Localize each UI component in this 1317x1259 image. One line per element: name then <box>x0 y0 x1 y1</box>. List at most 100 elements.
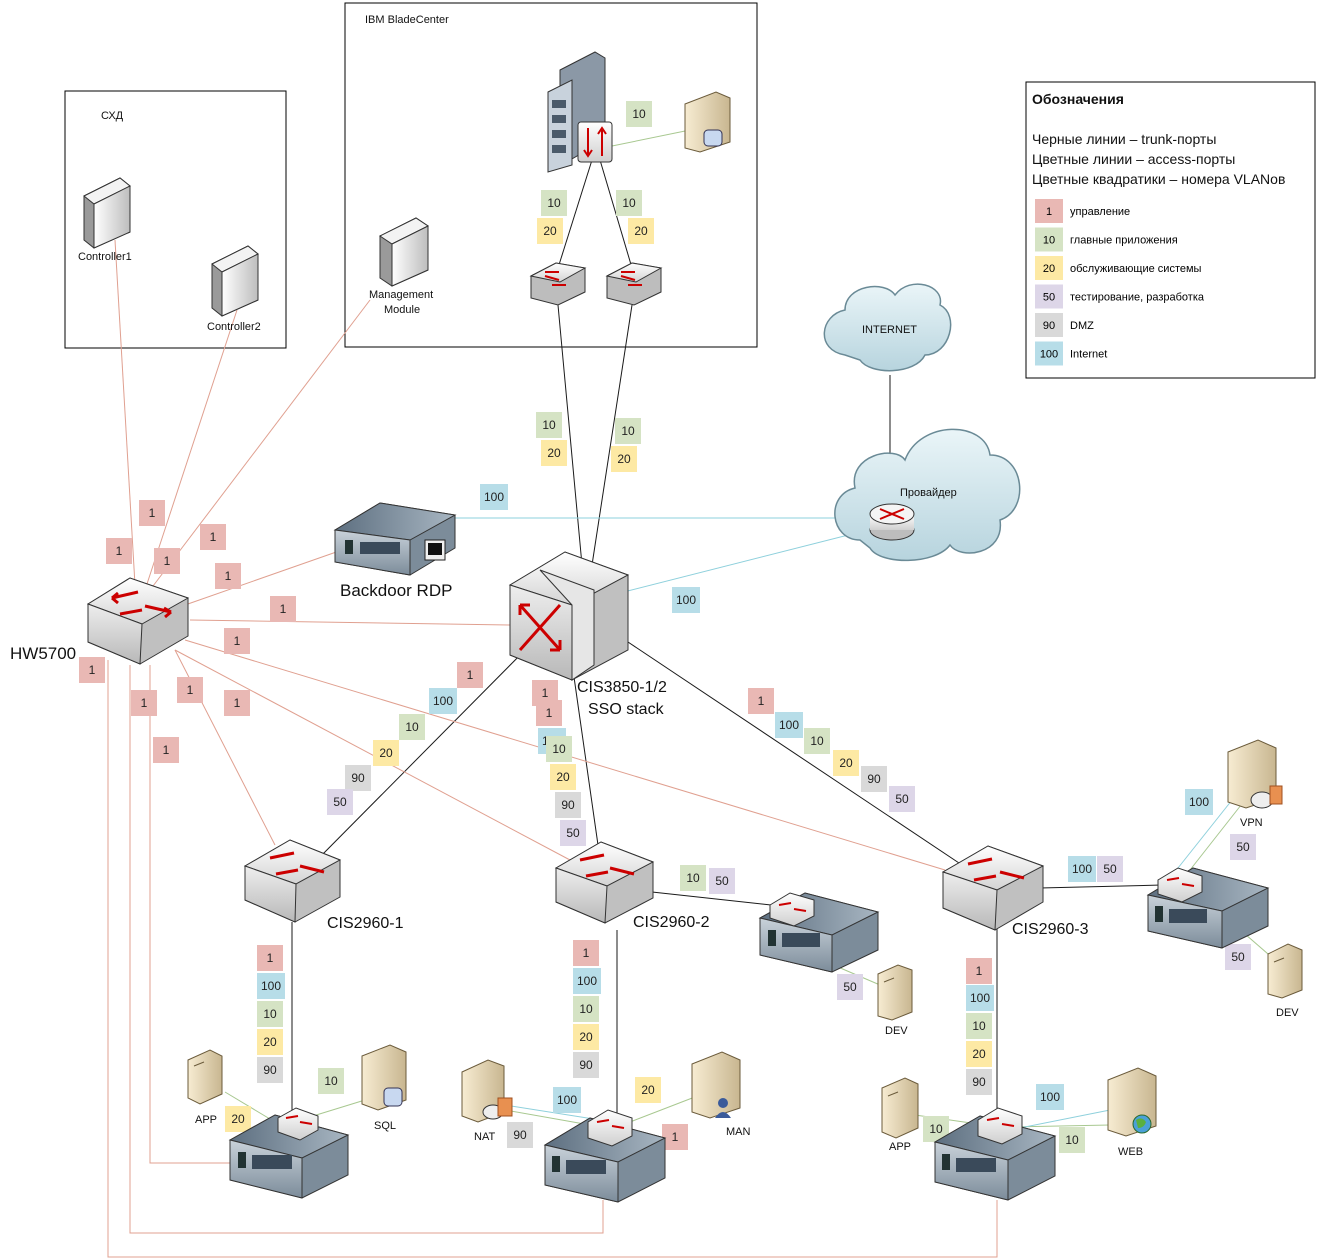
blade-switch-icon[interactable] <box>529 262 587 306</box>
vlan-tag-box <box>154 548 180 574</box>
dev3-server-icon[interactable] <box>1267 943 1303 999</box>
vlan-tag-box <box>79 657 105 683</box>
rack-server-3-icon[interactable] <box>933 1107 1057 1201</box>
trunk-line <box>557 304 583 566</box>
vlan-tag-text: 1 <box>149 506 156 520</box>
sql-server-icon[interactable] <box>361 1044 407 1111</box>
backdoor-rdp-server-icon[interactable] <box>333 502 457 576</box>
vlan-tag-text: 20 <box>231 1112 245 1126</box>
vlan-tag-text: 1 <box>672 1130 679 1144</box>
legend-vlan-label: управление <box>1070 206 1130 218</box>
vlan-tag-10: 10 <box>804 728 830 754</box>
storage-container-label: СХД <box>101 110 124 122</box>
controller1-icon[interactable] <box>83 177 131 249</box>
vlan-tag-text: 10 <box>263 1007 277 1021</box>
vlan-tag-text: 50 <box>1231 950 1245 964</box>
provider-router-icon[interactable] <box>869 503 915 541</box>
man-server-icon[interactable] <box>691 1051 741 1119</box>
app-server-3-icon[interactable] <box>881 1077 919 1139</box>
vlan-tag-text: 1 <box>225 569 232 583</box>
vlan-tag-text: 50 <box>895 792 909 806</box>
legend-vlan-id: 100 <box>1040 349 1058 361</box>
nat-server-icon[interactable] <box>461 1059 513 1123</box>
vlan-tag-text: 50 <box>333 795 347 809</box>
legend-title: Обозначения <box>1032 91 1124 107</box>
vlan-tag-box <box>804 728 830 754</box>
vlan-tag-text: 10 <box>810 734 824 748</box>
vlan-tag-box <box>345 765 371 791</box>
vlan-tag-text: 90 <box>561 798 575 812</box>
vlan-tag-1: 1 <box>215 563 241 589</box>
provider-label: Провайдер <box>900 487 957 499</box>
vlan-tag-box <box>573 1052 599 1078</box>
vlan-tag-box <box>541 440 567 466</box>
trunk-line <box>557 159 593 269</box>
vlan-tag-90: 90 <box>573 1052 599 1078</box>
connection-lines <box>107 129 1276 1258</box>
vlan-tag-1: 1 <box>139 500 165 526</box>
app-server-1-icon[interactable] <box>187 1049 223 1105</box>
app3-label: APP <box>889 1141 911 1153</box>
vlan-tag-box <box>837 974 863 1000</box>
legend-vlan-label: главные приложения <box>1070 235 1178 247</box>
legend-swatch <box>1035 199 1063 223</box>
blade-chassis-icon[interactable] <box>547 51 613 173</box>
rack-server-dev2-icon[interactable] <box>758 892 880 973</box>
vlan-tag-text: 90 <box>351 771 365 785</box>
vlan-tag-box <box>573 940 599 966</box>
vlan-tag-text: 1 <box>164 554 171 568</box>
vlan-tag-10: 10 <box>541 190 567 216</box>
rack-server-vpn-icon[interactable] <box>1146 867 1270 949</box>
vlan-tag-box <box>399 714 425 740</box>
vlan-tag-20: 20 <box>628 218 654 244</box>
cis2960-3-switch-icon[interactable] <box>941 845 1045 931</box>
vlan-tag-text: 50 <box>1236 840 1250 854</box>
vlan-tag-90: 90 <box>345 765 371 791</box>
vlan-tag-box <box>200 524 226 550</box>
vlan-tag-1: 1 <box>200 524 226 550</box>
cis2960-2-switch-icon[interactable] <box>554 841 655 924</box>
vlan-tag-100: 100 <box>775 712 803 738</box>
bladecenter-container-label: IBM BladeCenter <box>365 14 449 26</box>
blade-switch-icon[interactable] <box>605 262 663 306</box>
vpn-server-icon[interactable] <box>1227 739 1283 809</box>
legend-line: Цветные линии – access-порты <box>1032 151 1235 167</box>
vlan-tag-1: 1 <box>662 1124 688 1150</box>
vlan-tag-20: 20 <box>611 446 637 472</box>
man-label: MAN <box>726 1126 751 1138</box>
vlan-tag-text: 90 <box>513 1128 527 1142</box>
bladecenter-container <box>344 2 758 348</box>
vlan-tag-box <box>560 820 586 846</box>
vlan-tag-50: 50 <box>837 974 863 1000</box>
vlan-tag-text: 1 <box>234 634 241 648</box>
legend-vlan-label: DMZ <box>1070 320 1094 332</box>
vlan-tag-box <box>833 750 859 776</box>
core-switch-icon[interactable] <box>508 551 630 681</box>
controller2-icon[interactable] <box>211 245 259 317</box>
rack-server-1-icon[interactable] <box>228 1107 350 1199</box>
rack-server-2-icon[interactable] <box>543 1109 667 1203</box>
database-server-icon[interactable] <box>684 91 731 153</box>
vlan-tag-text: 90 <box>263 1063 277 1077</box>
vlan-tag-20: 20 <box>257 1029 283 1055</box>
vlan-tag-box <box>966 1013 992 1039</box>
legend-swatch <box>1035 313 1063 337</box>
trunk-line <box>651 891 781 907</box>
cis2960-1-switch-icon[interactable] <box>243 839 342 923</box>
vlan-tag-text: 20 <box>839 756 853 770</box>
internet-cloud-icon[interactable] <box>823 283 952 372</box>
vlan-tag-10: 10 <box>966 1013 992 1039</box>
web-server-icon[interactable] <box>1107 1067 1157 1137</box>
hw5700-switch-icon[interactable] <box>86 577 190 665</box>
vlan-tag-100: 100 <box>966 985 994 1011</box>
management-module-label: Management <box>369 289 433 301</box>
vlan-tag-text: 100 <box>970 991 990 1005</box>
dev2-server-icon[interactable] <box>877 964 913 1021</box>
vlan-tag-10: 10 <box>536 412 562 438</box>
management-module-icon[interactable] <box>379 217 429 287</box>
vlan-tag-10: 10 <box>615 418 641 444</box>
vlan-tag-box <box>507 1122 533 1148</box>
vlan-tag-box <box>611 446 637 472</box>
